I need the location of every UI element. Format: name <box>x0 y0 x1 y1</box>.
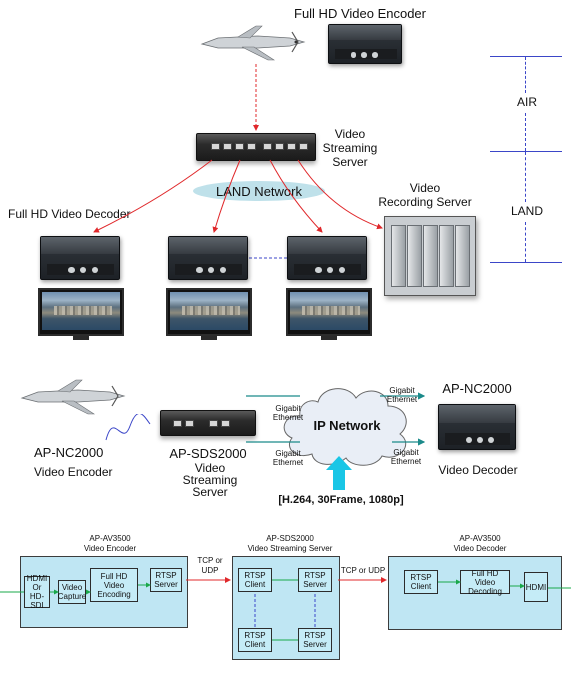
encoder-label: Full HD Video Encoder <box>294 6 426 21</box>
streaming-server-label-1: Video <box>334 127 366 141</box>
uav-drone-icon-2 <box>20 379 126 415</box>
zone-dashed-3 <box>525 152 526 202</box>
bd-encoder-title-1: AP-AV3500 <box>89 534 131 543</box>
decoder-device-2 <box>168 236 248 280</box>
bd-connectors <box>0 577 571 641</box>
bd-server-title-2: Video Streaming Server <box>247 544 333 553</box>
bd-hdmi-in-line3: HD-SDI <box>29 592 45 610</box>
gigabit-label-left-top-1: Gigabit <box>275 404 301 413</box>
bd-capture-line1: Video <box>61 583 83 592</box>
gigabit-label-right-top-2: Ethernet <box>386 395 418 404</box>
zone-line-middle <box>490 151 562 152</box>
top-connection-lines <box>93 64 383 259</box>
bd-server-title-1: AP-SDS2000 <box>266 534 314 543</box>
arrow-to-decoder-3 <box>269 159 323 233</box>
server-desc-2: Streaming <box>182 473 238 487</box>
full-hd-video-encoder-device <box>328 24 402 64</box>
bd-encoding-line2: Video <box>103 580 125 590</box>
server-desc-3: Server <box>192 485 228 499</box>
wireless-signal-icon <box>105 414 151 441</box>
bd-capture-line2: Capture <box>57 592 87 601</box>
monitor-2 <box>166 288 252 340</box>
gigabit-label-left-bottom-1: Gigabit <box>275 449 301 458</box>
bd-decoder-title-1: AP-AV3500 <box>459 534 501 543</box>
video-recording-server-device <box>384 216 476 296</box>
bd-rtsp-client-top: RTSP Client <box>238 568 272 592</box>
encoder-model: AP-NC2000 <box>34 445 104 460</box>
land-network-label: LAND Network <box>216 184 302 199</box>
gigabit-label-right-bottom-2: Ethernet <box>390 457 422 466</box>
ip-network-label: IP Network <box>313 418 381 433</box>
bd-hdmi-in-line1: HDMI <box>26 574 48 583</box>
bd-enc-rtsp-line2: Server <box>154 580 178 589</box>
uav-drone-icon <box>200 25 306 61</box>
bd-srv-client-bottom-2: Client <box>244 640 266 649</box>
decoder-desc: Video Decoder <box>438 463 518 477</box>
gigabit-label-right-bottom-1: Gigabit <box>393 448 419 457</box>
bd-link1-label-1: TCP or <box>197 556 223 565</box>
bd-enc-rtsp-line1: RTSP <box>155 571 177 580</box>
monitor-3 <box>286 288 372 340</box>
bd-decoder-title-2: Video Decoder <box>453 544 507 553</box>
bd-srv-server-top-2: Server <box>303 580 327 589</box>
zone-dashed-1 <box>525 57 526 93</box>
bd-srv-server-bottom-2: Server <box>303 640 327 649</box>
bd-hdmi-in-line2: Or <box>32 583 42 592</box>
bd-srv-client-top-1: RTSP <box>244 571 266 580</box>
stream-up-arrow-icon <box>326 456 352 490</box>
arrow-to-decoder-1 <box>93 159 213 233</box>
ethernet-lines <box>246 392 426 446</box>
gigabit-label-left-top-2: Ethernet <box>272 413 304 422</box>
bd-encoding-line1: Full HD <box>100 571 128 581</box>
bd-srv-client-bottom-1: RTSP <box>244 631 266 640</box>
ip-network-cloud <box>283 388 407 466</box>
bd-srv-server-top-1: RTSP <box>304 571 326 580</box>
zone-line-top <box>490 56 562 57</box>
nc2000-decoder-device <box>438 404 516 450</box>
decoder-model: AP-NC2000 <box>442 381 512 396</box>
recorder-label-2: Recording Server <box>378 195 472 209</box>
bd-decoding-line1: Full HD Video <box>471 568 499 587</box>
encoder-desc: Video Encoder <box>34 465 113 479</box>
decoder-device-1 <box>40 236 120 280</box>
bd-link2-label: TCP or UDP <box>340 566 386 575</box>
bd-dec-rtsp-line2: Client <box>410 582 432 591</box>
bd-hdmi-input-box: HDMI Or HD-SDI <box>24 574 50 610</box>
streaming-server-label-2: Streaming <box>322 141 378 155</box>
bd-decoding-line2: Decoding <box>468 586 502 596</box>
zone-air-label: AIR <box>516 95 537 109</box>
monitor-1 <box>38 288 124 340</box>
bd-decoding-box: Full HD Video Decoding <box>460 568 510 596</box>
server-desc-1: Video <box>194 461 226 475</box>
decoder-label: Full HD Video Decoder <box>8 207 131 221</box>
recorder-label-1: Video <box>409 181 441 195</box>
gigabit-label-right-top-1: Gigabit <box>389 386 415 395</box>
zone-dashed-4 <box>525 222 526 262</box>
gigabit-label-left-bottom-2: Ethernet <box>272 458 304 467</box>
bd-encoding-box: Full HD Video Encoding <box>90 568 138 602</box>
bd-rtsp-server-top: RTSP Server <box>298 568 332 592</box>
arrow-to-decoder-2 <box>212 159 241 233</box>
video-streaming-server-device <box>196 133 316 161</box>
arrow-to-recorder <box>297 159 383 230</box>
bd-hdmi-out-label: HDMI <box>525 582 547 592</box>
bd-srv-server-bottom-1: RTSP <box>304 631 326 640</box>
bd-encoding-line3: Encoding <box>97 589 131 599</box>
bd-dec-rtsp-line1: RTSP <box>410 573 432 582</box>
sds2000-server-device <box>160 410 256 436</box>
bd-srv-client-top-2: Client <box>244 580 266 589</box>
bd-dec-rtsp-client-box: RTSP Client <box>404 570 438 594</box>
zone-dashed-2 <box>525 113 526 151</box>
bd-rtsp-client-bottom: RTSP Client <box>238 628 272 652</box>
bd-rtsp-server-bottom: RTSP Server <box>298 628 332 652</box>
decoder-device-3 <box>287 236 367 280</box>
bd-rtsp-server-box: RTSP Server <box>150 568 182 592</box>
server-model: AP-SDS2000 <box>169 446 247 461</box>
bd-link1-label-2: UDP <box>201 566 219 575</box>
zone-land-label: LAND <box>510 204 543 218</box>
stream-spec-label: [H.264, 30Frame, 1080p] <box>278 494 404 506</box>
streaming-server-label-3: Server <box>332 155 368 169</box>
zone-line-bottom <box>490 262 562 263</box>
bd-encoder-title-2: Video Encoder <box>83 544 137 553</box>
